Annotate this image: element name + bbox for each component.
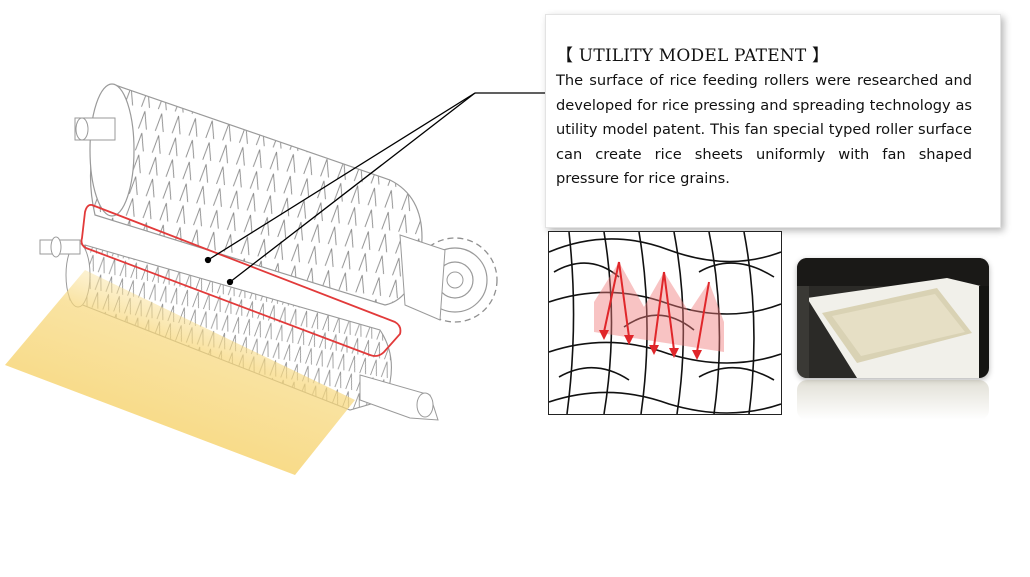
patent-callout: 【 UTILITY MODEL PATENT 】 The surface of … bbox=[545, 14, 1001, 228]
roller-illustration bbox=[5, 83, 545, 475]
rice-sheet bbox=[5, 270, 355, 475]
callout-body: The surface of rice feeding rollers were… bbox=[556, 72, 972, 187]
upper-roller bbox=[74, 83, 423, 306]
highlight-frame bbox=[80, 203, 402, 357]
pressure-arrows bbox=[594, 261, 724, 360]
photo-reflection bbox=[797, 380, 989, 420]
leader-lines bbox=[204, 92, 545, 286]
rice-sheet-photo bbox=[797, 258, 989, 378]
callout-title: 【 UTILITY MODEL PATENT 】 bbox=[556, 46, 830, 66]
roller-surface-detail bbox=[548, 231, 782, 415]
